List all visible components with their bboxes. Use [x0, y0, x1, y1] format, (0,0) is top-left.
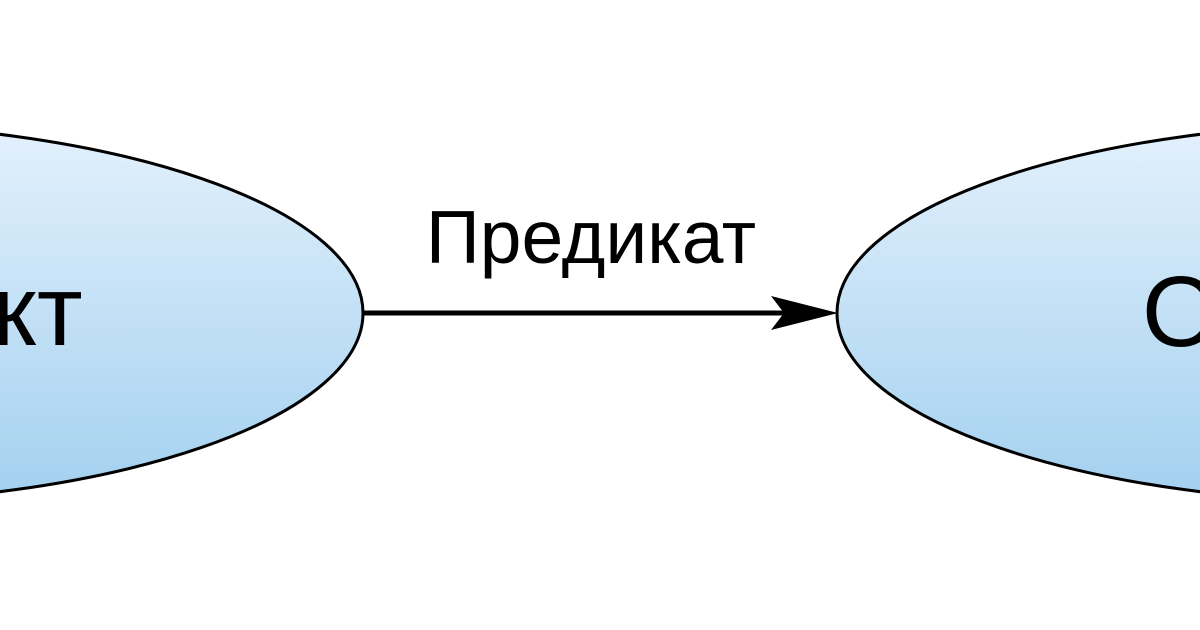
object-label-fragment: О — [1142, 256, 1200, 368]
predicate-label: Предикат — [426, 195, 756, 279]
subject-label-fragment: кт — [0, 255, 83, 367]
subject-ellipse — [0, 132, 365, 494]
predicate-arrowhead-icon — [771, 296, 838, 330]
